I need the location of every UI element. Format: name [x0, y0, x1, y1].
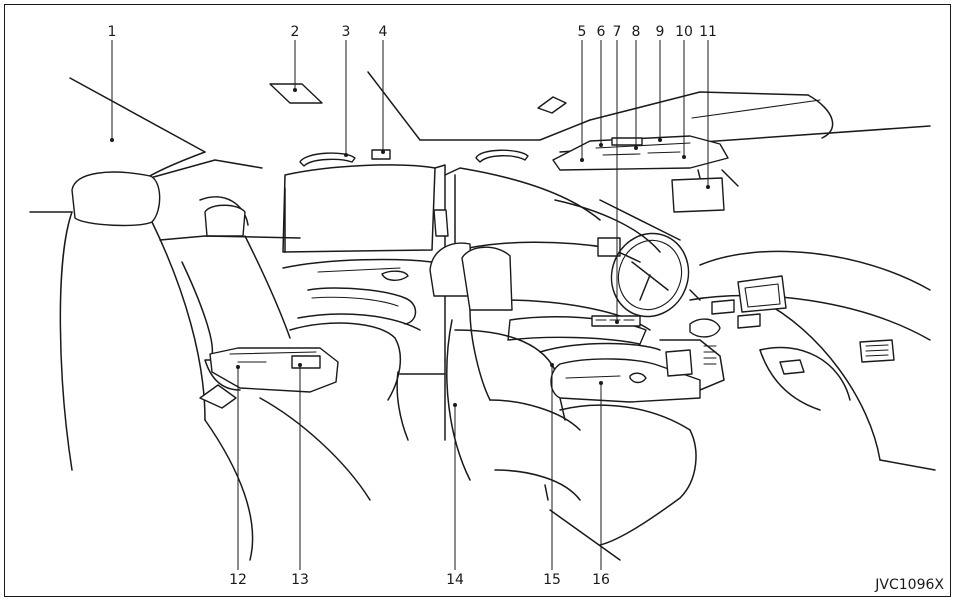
callout-6: 6 — [597, 24, 606, 40]
figure-code: JVC1096X — [874, 577, 944, 593]
interior-line-art — [29, 71, 936, 561]
callout-labels: 1 2 3 4 5 6 7 8 9 10 11 12 13 14 15 16 — [108, 24, 717, 588]
callout-7: 7 — [613, 24, 622, 40]
leader-lines — [110, 40, 710, 570]
callout-14: 14 — [446, 572, 464, 588]
callout-2: 2 — [291, 24, 300, 40]
callout-15: 15 — [543, 572, 561, 588]
callout-12: 12 — [229, 572, 247, 588]
callout-9: 9 — [656, 24, 665, 40]
callout-11: 11 — [699, 24, 717, 40]
callout-13: 13 — [291, 572, 309, 588]
callout-4: 4 — [379, 24, 388, 40]
figure-frame — [4, 4, 951, 597]
callout-8: 8 — [632, 24, 641, 40]
callout-3: 3 — [342, 24, 351, 40]
callout-5: 5 — [578, 24, 587, 40]
callout-1: 1 — [108, 24, 117, 40]
callout-16: 16 — [592, 572, 610, 588]
callout-10: 10 — [675, 24, 693, 40]
